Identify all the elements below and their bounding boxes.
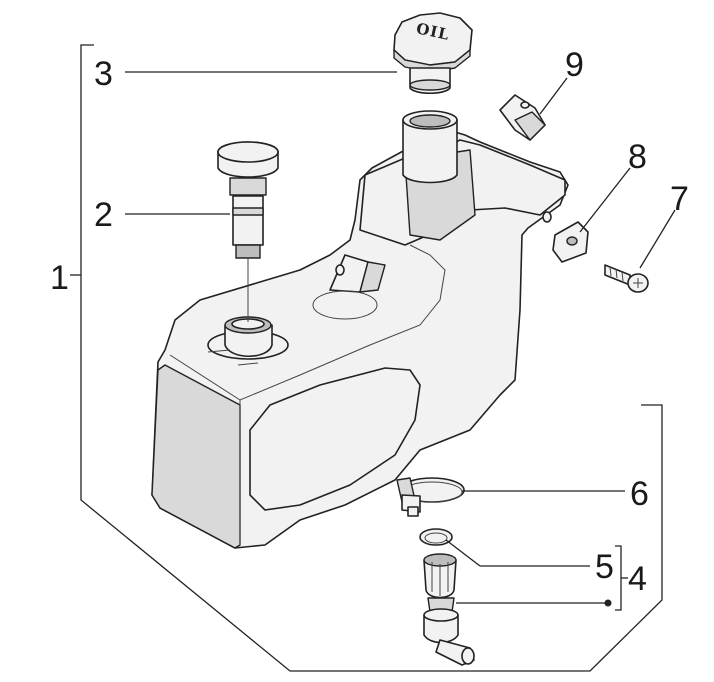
callout-1: 1 xyxy=(50,259,69,297)
callout-2: 2 xyxy=(94,196,113,234)
callout-5: 5 xyxy=(595,548,614,586)
clip-9 xyxy=(499,94,546,141)
o-ring-5 xyxy=(419,528,453,546)
filler-cap: OIL xyxy=(393,12,473,95)
callout-9: 9 xyxy=(565,46,584,84)
dipstick xyxy=(217,141,279,322)
bracket-group-1 xyxy=(70,44,663,672)
leader-lines xyxy=(125,71,676,611)
callout-labels: 1 2 3 4 5 6 7 8 9 xyxy=(50,46,689,598)
hose-clamp-6 xyxy=(396,477,465,517)
drain-fitting-4 xyxy=(423,553,475,666)
callout-8: 8 xyxy=(628,138,647,176)
callout-4: 4 xyxy=(628,560,647,598)
callout-7: 7 xyxy=(670,180,689,218)
nut-plate-8 xyxy=(552,221,589,263)
callout-3: 3 xyxy=(94,55,113,93)
oil-tank xyxy=(151,110,569,549)
callout-6: 6 xyxy=(630,475,649,513)
screw-7 xyxy=(604,264,649,293)
